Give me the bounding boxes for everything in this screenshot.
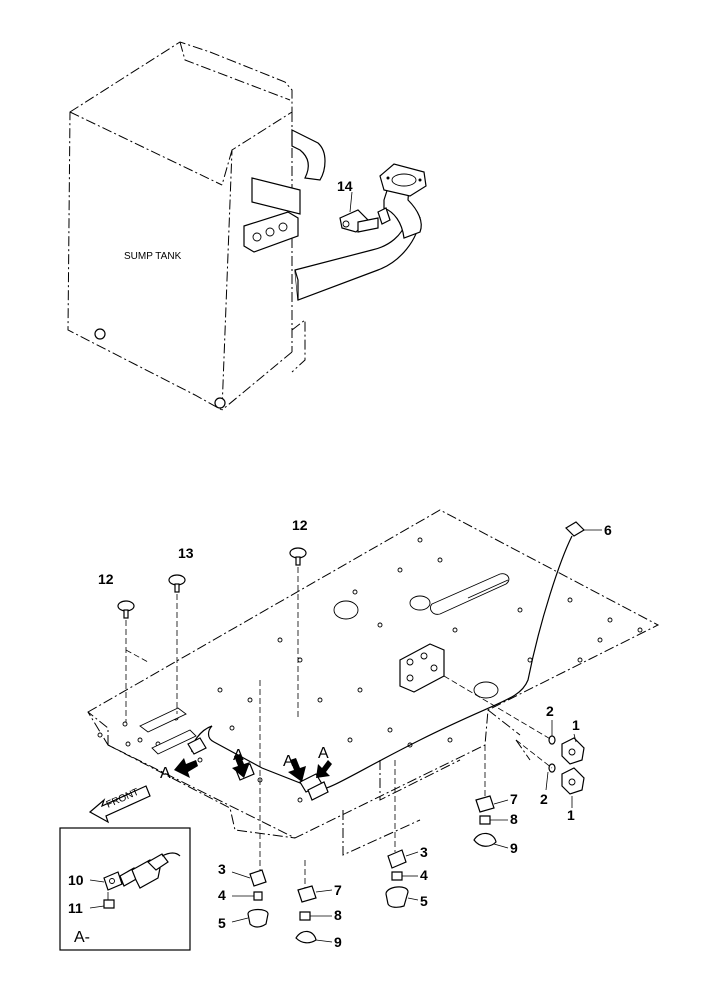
callout-8-left: 8 [334,907,342,923]
port-block [243,211,299,253]
detail-label: A- [74,929,90,946]
callout-leaders [231,529,602,943]
bolt-4-left [253,891,263,901]
callout-4-right: 4 [420,867,428,883]
callout-5-right: 5 [420,893,428,909]
callout-8-right: 8 [510,811,518,827]
callout-2b: 2 [540,791,548,807]
clamp-3-left [249,869,267,887]
bolt-8-right [479,815,491,825]
pressure-sensor-1b [561,767,585,795]
front-arrow: FRONT [88,785,151,824]
o-ring-2a [548,735,556,745]
callout-3-right: 3 [420,844,428,860]
clamp-7-left [297,885,317,903]
callout-10: 10 [68,872,84,888]
view-marker-a-2: A [233,747,244,764]
sensor-part-14 [339,191,379,233]
bolt-13 [168,574,186,593]
plate-holes [97,537,643,803]
callout-numbers: 6 12 13 12 1 1 2 2 7 8 9 3 4 5 3 4 5 7 8… [98,517,612,950]
clamp-7-right [475,795,495,813]
callout-7-left: 7 [334,882,342,898]
view-marker-a-3: A [283,753,294,770]
callout-13: 13 [178,545,194,561]
bolt-12-center [289,547,307,566]
valve-block [399,643,445,693]
callout-3-left: 3 [218,861,226,877]
clamp-3-right [387,849,407,869]
bolt-8-left [299,911,311,921]
bolt-12-left [117,600,135,619]
callout-2a: 2 [546,703,554,719]
pipe-flange [379,163,427,197]
callout-1b: 1 [567,807,575,823]
callout-1a: 1 [572,717,580,733]
callout-9-right: 9 [510,840,518,856]
callout-7-right: 7 [510,791,518,807]
callout-11: 11 [68,900,83,916]
view-marker-a-4: A [318,745,329,762]
grommet-9-left [295,930,317,944]
sump-tank-label: SUMP TANK [124,251,182,262]
callout-5-left: 5 [218,915,226,931]
grommet-9-right [473,832,497,847]
sump-tank: SUMP TANK 14 [67,41,427,411]
wire-harness [187,521,585,801]
floor-plate: A A A A FRONT [87,509,660,944]
view-arrows-a: A A A A [160,745,332,782]
view-marker-a-1: A [160,765,171,782]
callout-14: 14 [337,178,353,194]
callout-6: 6 [604,522,612,538]
detail-view-a: 10 11 A- [59,827,191,951]
grommet-5-left [247,908,269,928]
callout-12-left: 12 [98,571,114,587]
callout-12-center: 12 [292,517,308,533]
callout-4-left: 4 [218,887,226,903]
bolt-4-right [391,871,403,881]
pressure-sensor-1a [561,737,585,765]
grommet-5-right [385,886,409,908]
callout-9-left: 9 [334,934,342,950]
